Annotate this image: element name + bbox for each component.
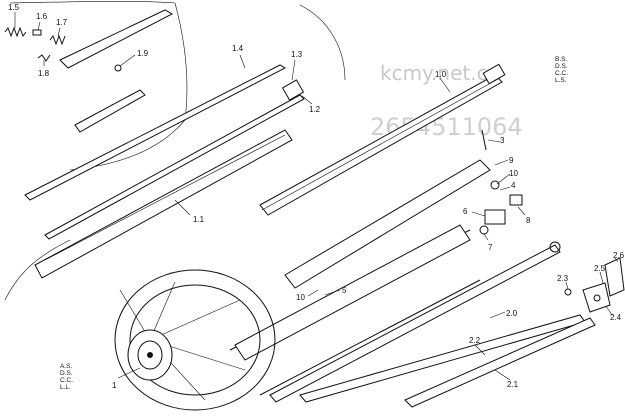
code-line: C.C. (60, 377, 73, 384)
callout-6: 6 (463, 207, 468, 216)
detail-strip-upper (59, 9, 174, 69)
callout-1-8: 1.8 (38, 69, 50, 78)
shaft-end-cap (281, 79, 305, 101)
code-line: D.S. (60, 370, 73, 377)
bracket-hole (593, 294, 601, 302)
rail-1-1-edge (44, 134, 286, 261)
leader-lines (14, 12, 619, 381)
detail-circle-arc-right (299, 4, 346, 81)
callout-3: 3 (500, 136, 505, 145)
shaft-1-3 (44, 94, 305, 240)
code-line: A.S. (60, 363, 72, 370)
detail-circle-arc-left (4, 239, 71, 301)
bushing-part (32, 29, 42, 36)
rail-1-0 (259, 74, 503, 216)
flat-bar-1-4 (24, 64, 287, 201)
hub-inner (137, 340, 163, 370)
callout-1: 1 (112, 381, 117, 390)
callout-7: 7 (488, 243, 493, 252)
callout-2-1: 2.1 (507, 380, 519, 389)
callout-10-right: 10 (509, 169, 518, 178)
nut-8 (509, 194, 523, 206)
code-block-top-right: B.S. D.S. C.C. L.S. (555, 56, 568, 84)
rod-2-0-end (549, 241, 561, 253)
drum-bottom-edge (259, 279, 481, 396)
callout-1-0: 1.0 (435, 70, 447, 79)
code-line: L.S. (555, 77, 567, 84)
callout-1-1: 1.1 (193, 215, 205, 224)
code-block-bottom-left: A.S. D.S. C.C. L.L. (60, 363, 73, 391)
bar-9 (284, 159, 491, 289)
callout-10-left: 10 (296, 293, 305, 302)
watermark-site: kcmy.net.cn (380, 61, 500, 85)
plate-2-6 (604, 257, 625, 297)
callout-1-9: 1.9 (137, 49, 149, 58)
code-line: B.S. (555, 56, 567, 63)
callout-2-2: 2.2 (469, 336, 481, 345)
bracket-2-4 (582, 282, 611, 313)
screw-part (37, 54, 51, 62)
detail-strip-lower (74, 89, 146, 133)
callout-1-6: 1.6 (36, 12, 48, 21)
rod-2-1-b (404, 317, 596, 408)
bolt-part (49, 34, 66, 46)
hub-center (147, 352, 153, 358)
code-line: C.C. (555, 70, 568, 77)
callout-2-6: 2.6 (613, 251, 625, 260)
callout-2-4: 2.4 (610, 313, 622, 322)
callout-2-3: 2.3 (557, 274, 569, 283)
callout-2-0: 2.0 (506, 309, 518, 318)
callout-1-3: 1.3 (291, 50, 303, 59)
callout-8: 8 (526, 216, 531, 225)
rod-2-0 (269, 244, 561, 403)
callout-9: 9 (509, 156, 514, 165)
detail-nut (114, 64, 122, 72)
spring-part (4, 26, 27, 38)
drum-end-wheel-inner (129, 284, 261, 396)
callout-1-4: 1.4 (232, 44, 244, 53)
callout-1-7: 1.7 (56, 18, 68, 27)
screw-2-3 (564, 288, 572, 296)
callout-5-left: 5 (342, 286, 347, 295)
code-line: L.L. (60, 384, 71, 391)
drum-channel (234, 224, 471, 361)
washer-10 (490, 180, 500, 190)
block-6 (484, 209, 506, 225)
callout-4: 4 (511, 181, 516, 190)
detail-circle-arc (9, 1, 188, 121)
code-line: D.S. (555, 63, 568, 70)
callout-1-5: 1.5 (8, 3, 20, 12)
rail-1-1 (34, 129, 293, 279)
screw-7 (479, 225, 489, 235)
callout-1-2: 1.2 (309, 105, 321, 114)
pin-3 (481, 129, 487, 151)
drum-end-wheel (114, 269, 276, 411)
rail-1-0-edge (261, 78, 499, 211)
rail-1-0-end (482, 63, 506, 85)
callout-2-5: 2.5 (594, 264, 606, 273)
